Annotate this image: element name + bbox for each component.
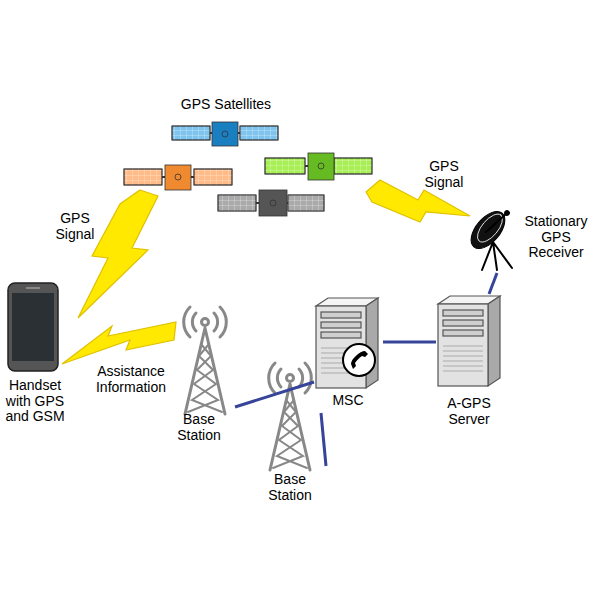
node-label: GPS Satellites xyxy=(120,97,332,113)
network-link xyxy=(383,342,436,343)
node-box: GPS Satellites xyxy=(120,95,333,220)
node-label: Base Station xyxy=(255,472,325,503)
link-line xyxy=(235,382,314,407)
signal-label: Assistance Information xyxy=(86,364,176,395)
server-icon xyxy=(316,298,378,388)
handset-icon xyxy=(8,283,58,371)
link-line xyxy=(383,341,436,344)
signal-label: GPS Signal xyxy=(45,211,105,242)
link-line xyxy=(321,413,326,466)
node-label: A-GPS Server xyxy=(436,396,502,427)
tower-icon xyxy=(184,307,227,414)
phone-symbol xyxy=(343,344,375,376)
node-label: Base Station xyxy=(164,412,234,443)
node-box: A-GPS Server xyxy=(436,294,503,429)
satellite xyxy=(265,153,372,180)
network-link xyxy=(489,273,497,294)
node-box: Base Station xyxy=(168,300,235,446)
node-label: Stationary GPS Receiver xyxy=(516,214,596,261)
node-label: Handset with GPS and GSM xyxy=(2,378,68,425)
link-line xyxy=(489,273,497,294)
node-box: Handset with GPS and GSM xyxy=(0,280,70,430)
satellite xyxy=(218,190,324,216)
satellite xyxy=(124,165,232,190)
node-box: Stationary GPS Receiver xyxy=(460,205,598,273)
server-icon xyxy=(438,296,500,386)
tower-icon xyxy=(269,363,312,470)
signal-bolt xyxy=(78,190,158,318)
signal-bolt xyxy=(62,322,176,364)
network-link xyxy=(235,382,314,407)
node-box: MSC xyxy=(314,295,383,413)
satellite xyxy=(172,122,278,146)
node-box: Base Station xyxy=(258,360,326,505)
network-link xyxy=(321,413,326,466)
node-label: MSC xyxy=(314,393,382,409)
signal-label: GPS Signal xyxy=(414,159,474,190)
dish-icon xyxy=(465,205,512,270)
